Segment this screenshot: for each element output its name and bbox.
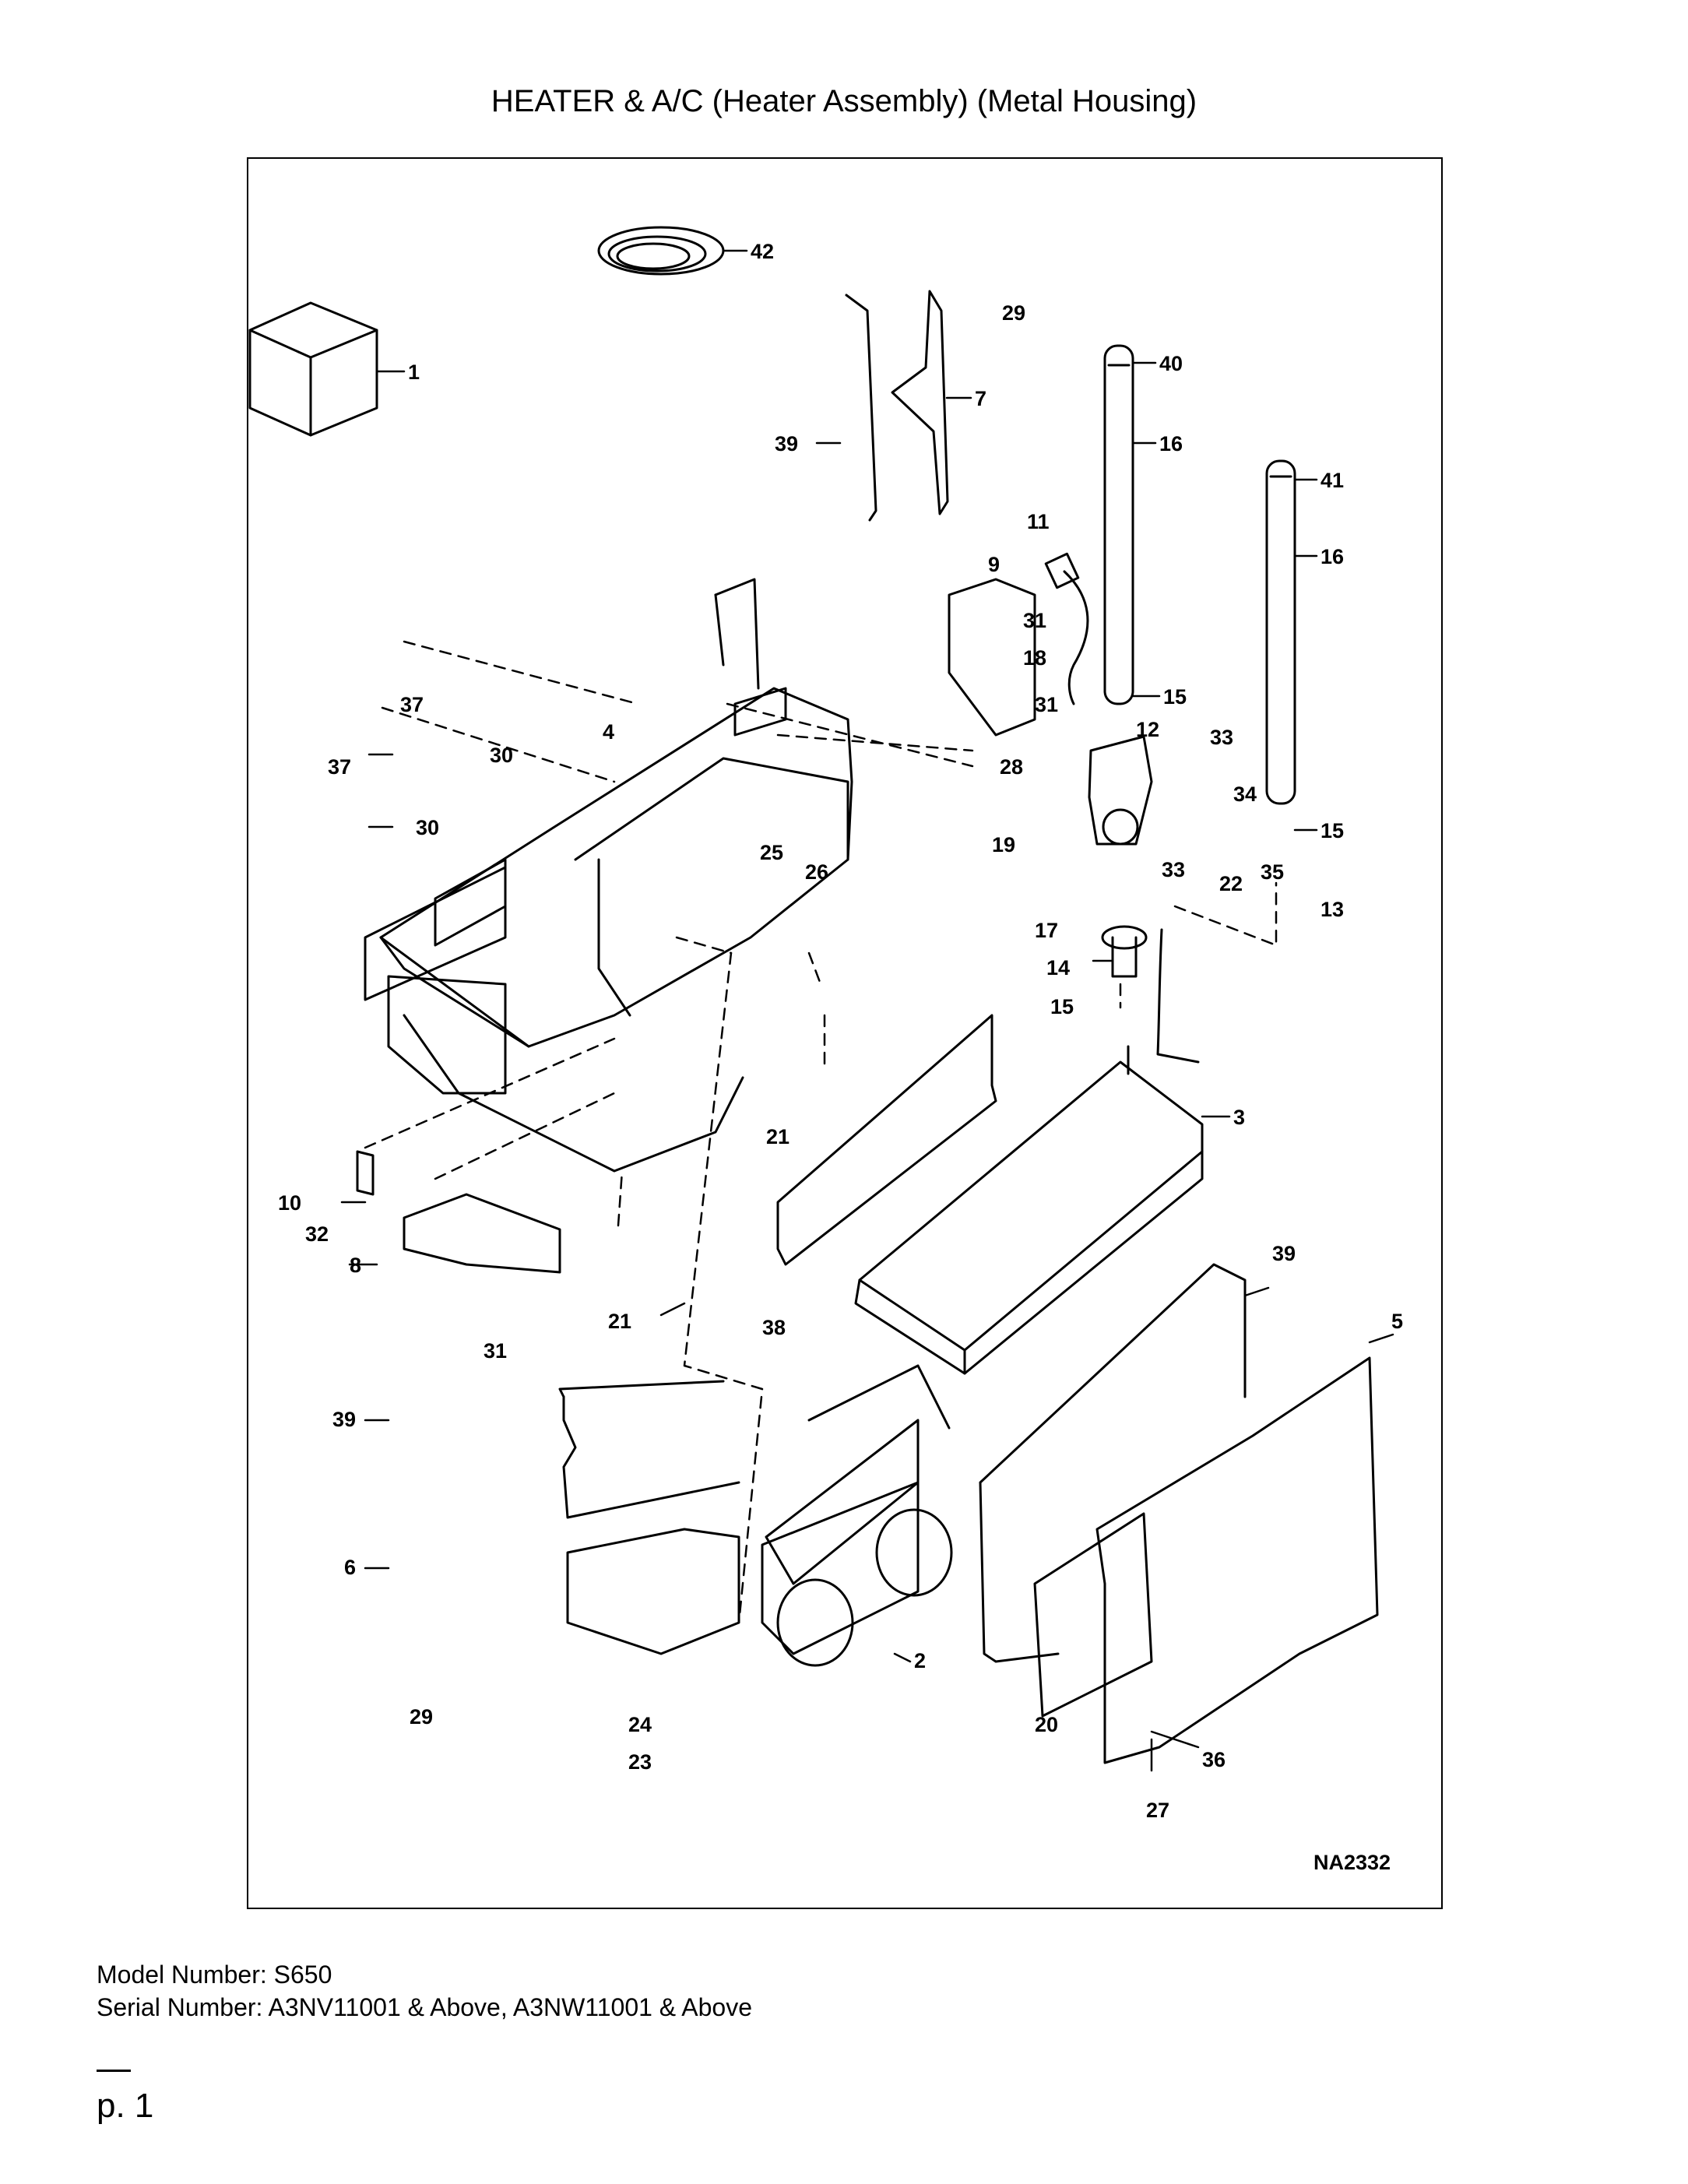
blower-2 xyxy=(761,1364,953,1667)
callout-1: 1 xyxy=(408,360,420,384)
callout-20: 20 xyxy=(1035,1713,1058,1736)
callout-21b: 21 xyxy=(608,1310,631,1333)
exploded-view-drawing: 42 29 1 7 39 40 16 41 16 11 9 31 18 31 1… xyxy=(248,226,1403,1874)
callout-31c: 31 xyxy=(484,1339,507,1363)
callout-41: 41 xyxy=(1321,469,1344,492)
callout-29: 29 xyxy=(1002,301,1025,325)
callout-18: 18 xyxy=(1023,646,1046,670)
wire-harness xyxy=(1063,570,1089,705)
callout-2: 2 xyxy=(914,1649,926,1672)
callout-30: 30 xyxy=(490,744,513,767)
callout-13: 13 xyxy=(1321,898,1344,921)
cover-5 xyxy=(1095,1356,1379,1764)
callout-11: 11 xyxy=(1027,510,1050,533)
callout-12: 12 xyxy=(1136,718,1159,741)
callout-31: 31 xyxy=(1023,609,1046,632)
callout-15c: 15 xyxy=(1050,995,1074,1018)
callout-7: 7 xyxy=(975,387,986,410)
gasket-20 xyxy=(1033,1512,1153,1718)
callout-8: 8 xyxy=(350,1254,361,1277)
callout-33: 33 xyxy=(1210,726,1233,749)
diagram-id: NA2332 xyxy=(1313,1851,1391,1874)
callout-10: 10 xyxy=(278,1191,301,1215)
callout-3: 3 xyxy=(1233,1106,1245,1129)
page-number: p. 1 xyxy=(97,2087,154,2125)
page-divider xyxy=(97,2070,131,2072)
callout-27: 27 xyxy=(1146,1799,1169,1822)
parts-diagram: 42 29 1 7 39 40 16 41 16 11 9 31 18 31 1… xyxy=(247,157,1443,1909)
callout-4: 4 xyxy=(603,720,614,744)
serial-number: Serial Number: A3NV11001 & Above, A3NW11… xyxy=(97,1993,752,2021)
callout-32: 32 xyxy=(305,1222,329,1246)
model-number: Model Number: S650 xyxy=(97,1961,332,1989)
callout-16: 16 xyxy=(1159,432,1183,455)
callout-labels: 42 29 1 7 39 40 16 41 16 11 9 31 18 31 1… xyxy=(278,240,1403,1874)
callout-23: 23 xyxy=(628,1750,652,1774)
bracket-8 xyxy=(403,1193,561,1274)
tube-3 xyxy=(1156,928,1200,1064)
plate-6 xyxy=(566,1528,740,1655)
callout-35: 35 xyxy=(1261,860,1284,884)
callout-38: 38 xyxy=(762,1316,786,1339)
callout-29b: 29 xyxy=(410,1705,433,1729)
housing-4 xyxy=(364,578,853,1173)
callout-15b: 15 xyxy=(1321,819,1344,842)
tube-41 xyxy=(1265,459,1296,805)
callout-25: 25 xyxy=(760,841,783,864)
fitting-17 xyxy=(1101,925,1148,950)
callout-22: 22 xyxy=(1219,872,1243,895)
callout-39b: 39 xyxy=(1272,1242,1296,1265)
callout-17: 17 xyxy=(1035,919,1058,942)
leader-lines xyxy=(340,249,1394,1772)
callout-37: 37 xyxy=(400,693,424,716)
heater-core-3 xyxy=(854,1060,1204,1375)
callout-15: 15 xyxy=(1163,685,1187,709)
connector-11 xyxy=(1044,552,1080,589)
hose-coil xyxy=(597,226,725,276)
callout-28: 28 xyxy=(1000,755,1023,779)
gasket-39 xyxy=(979,1263,1247,1663)
callout-6: 6 xyxy=(344,1556,356,1579)
callout-30b: 30 xyxy=(416,816,439,839)
callout-9: 9 xyxy=(988,553,1000,576)
alignment-lines xyxy=(364,640,1278,1624)
tube-40 xyxy=(1103,344,1134,705)
gasket-38 xyxy=(776,1014,997,1266)
seal-strip-top xyxy=(845,294,877,522)
seal-39-lower xyxy=(562,1395,740,1519)
callout-39c: 39 xyxy=(332,1408,356,1431)
callout-37b: 37 xyxy=(328,755,351,779)
bracket-7 xyxy=(891,290,949,515)
callout-33b: 33 xyxy=(1162,858,1185,881)
callout-14: 14 xyxy=(1046,956,1070,979)
valve-12 xyxy=(1088,735,1153,846)
callout-16b: 16 xyxy=(1321,545,1344,568)
callout-42: 42 xyxy=(751,240,774,263)
bracket-9 xyxy=(948,578,1036,737)
callout-40: 40 xyxy=(1159,352,1183,375)
page-title: HEATER & A/C (Heater Assembly) (Metal Ho… xyxy=(491,84,1197,118)
callout-19: 19 xyxy=(992,833,1015,856)
callout-21: 21 xyxy=(766,1125,789,1148)
callout-5: 5 xyxy=(1391,1310,1403,1333)
callout-34: 34 xyxy=(1233,783,1257,806)
callout-26: 26 xyxy=(805,860,828,884)
callout-31b: 31 xyxy=(1035,693,1058,716)
plate-10 xyxy=(356,1150,375,1196)
callout-39: 39 xyxy=(775,432,798,455)
callout-24: 24 xyxy=(628,1713,652,1736)
callout-36: 36 xyxy=(1202,1748,1226,1771)
box-part xyxy=(248,301,378,437)
